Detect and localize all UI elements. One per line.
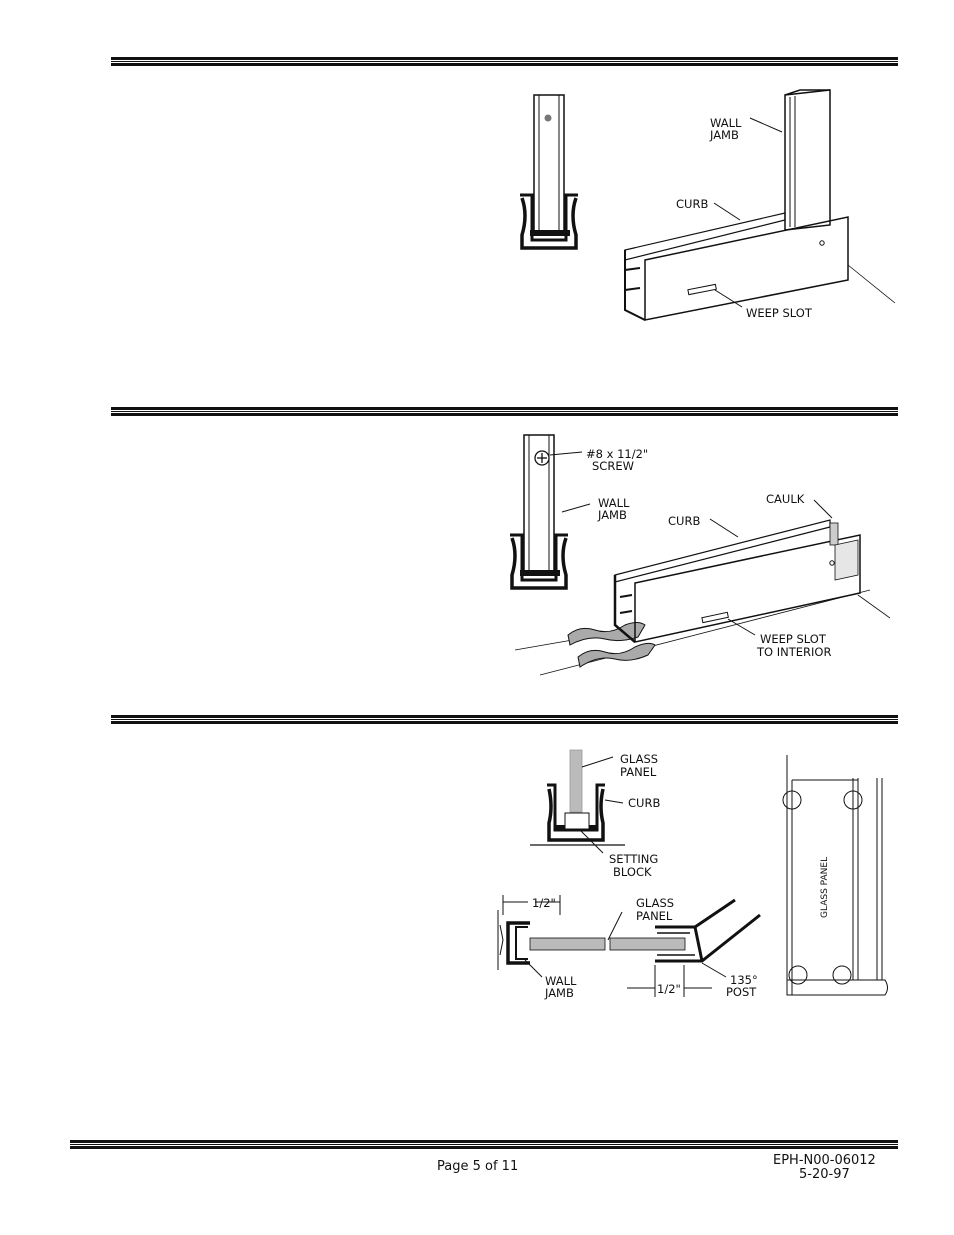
section-rule-3: [111, 715, 898, 724]
section-rule-1: [111, 57, 898, 66]
fig3-curb-label: CURB: [628, 796, 660, 810]
fig4-wall-label-line1: WALL: [545, 974, 577, 988]
section-rule-2: [111, 407, 898, 416]
page-number: Page 5 of 11: [437, 1159, 519, 1174]
fig4-right-dimension: 1/2": [657, 982, 681, 996]
fig2-curb-label: CURB: [668, 514, 700, 528]
footer-rule: [70, 1140, 898, 1149]
fig2-weep-slot-label-line2: TO INTERIOR: [756, 645, 831, 659]
fig5-glass-panel-label: GLASS PANEL: [820, 857, 830, 918]
fig4-panel-label-line2: PANEL: [636, 909, 673, 923]
fig3-panel-label-line2: PANEL: [620, 765, 657, 779]
wall-jamb-end-view-figure: [520, 94, 578, 250]
fig2-screw-label-line2: SCREW: [592, 459, 634, 473]
fig2-wall-label-line1: WALL: [598, 496, 630, 510]
fig1-wall-label-line1: WALL: [710, 116, 742, 130]
fig3-glass-label-line1: GLASS: [620, 752, 658, 766]
glass-panel-elevation-figure: GLASS PANEL: [782, 755, 888, 996]
document-date: 5-20-97: [799, 1167, 850, 1182]
fig2-screw-label-line1: #8 x 11/2": [586, 447, 648, 461]
fig2-caulk-label: CAULK: [766, 492, 805, 506]
fig4-jamb-label-line2: JAMB: [544, 986, 574, 1000]
fig3-setting-label-line1: SETTING: [609, 852, 658, 866]
fig4-left-dimension: 1/2": [532, 896, 556, 910]
fig2-weep-slot-label-line1: WEEP SLOT: [760, 632, 827, 646]
curb-perspective-figure: WALL JAMB CURB WEEP SLOT: [624, 89, 896, 321]
curb-caulk-perspective-figure: CAULK CURB WEEP SLOT TO INTERIOR: [514, 492, 891, 676]
fig1-weep-slot-label: WEEP SLOT: [746, 306, 813, 320]
glass-panel-curb-section-figure: GLASS PANEL CURB SETTING BLOCK: [530, 749, 660, 879]
plan-view-jamb-post-figure: 1/2" GLASS PANEL WALL JAMB 1/2" 135° POS…: [497, 895, 761, 1000]
fig3-block-label-line2: BLOCK: [613, 865, 652, 879]
fig1-curb-label: CURB: [676, 197, 708, 211]
fig1-jamb-label-line2: JAMB: [709, 128, 739, 142]
fig4-post-label-line2: POST: [726, 985, 757, 999]
document-id: EPH-N00-06012: [773, 1153, 876, 1168]
wall-jamb-screw-figure: #8 x 11/2" SCREW WALL JAMB: [510, 434, 648, 590]
fig4-glass-label-line1: GLASS: [636, 896, 674, 910]
fig4-angle-label-line1: 135°: [730, 973, 758, 987]
fig2-jamb-label-line2: JAMB: [597, 508, 627, 522]
